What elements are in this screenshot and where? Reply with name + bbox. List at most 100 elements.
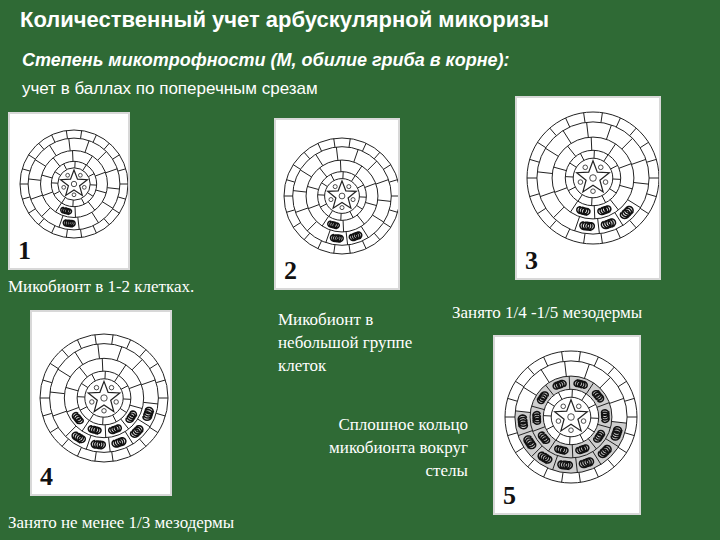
cell-wall [569, 437, 570, 445]
cell-wall [579, 473, 580, 483]
cell-wall [349, 245, 350, 254]
cell-layer-outline [325, 179, 360, 214]
cell-wall [141, 380, 155, 385]
cell-wall [550, 128, 556, 135]
cell-layer-outline [293, 147, 392, 246]
cell-wall [95, 452, 96, 462]
cell-wall [89, 414, 93, 420]
cell-wall [130, 405, 142, 408]
fungal-coil [61, 208, 72, 215]
cell-wall [81, 383, 87, 387]
cell-wall [43, 380, 52, 383]
cell-wall [29, 209, 36, 213]
cell-wall [98, 151, 107, 160]
cell-wall [52, 135, 55, 142]
cell-wall [612, 421, 627, 423]
stele-center [101, 395, 107, 401]
cell-wall [52, 226, 55, 233]
cell-wall [530, 194, 539, 197]
cell-wall [620, 185, 633, 189]
stele-center [71, 181, 76, 186]
cell-wall [284, 196, 293, 197]
phloem-cell [583, 165, 588, 170]
cell-wall [51, 182, 57, 183]
phloem-cell [329, 198, 333, 202]
cell-wall [591, 417, 599, 418]
cell-wall [618, 447, 626, 452]
cell-wall [593, 150, 594, 158]
cell-wall [391, 196, 398, 197]
cell-wall [53, 411, 67, 416]
cell-wall [104, 371, 105, 379]
cell-wall [630, 220, 636, 227]
cell-wall [118, 197, 126, 199]
cell-wall [569, 376, 571, 389]
cell-wall [625, 398, 634, 401]
cell-wall [143, 402, 158, 404]
cell-wall [575, 217, 580, 231]
cell-wall [49, 145, 56, 156]
cell-wall [367, 161, 376, 170]
cell-wall [508, 398, 517, 401]
cell-wall [307, 221, 316, 230]
cell-wall [92, 374, 96, 381]
cell-wall [28, 179, 40, 180]
cell-wall [563, 131, 571, 144]
cell-wall [616, 118, 620, 127]
cell-wall [598, 424, 611, 428]
cell-layer-outline [77, 371, 131, 425]
cell-wall [600, 377, 611, 388]
cell-wall [532, 406, 545, 410]
cell-wall [588, 428, 595, 432]
cell-wall [627, 417, 637, 418]
cell-wall [95, 172, 105, 176]
root-cross-section [284, 138, 398, 254]
cell-wall [351, 176, 355, 182]
cell-wall [565, 176, 573, 177]
cell-wall [67, 407, 79, 411]
cell-wall [357, 215, 364, 224]
cross-section-panel: 5 [493, 335, 641, 515]
score-number: 1 [16, 238, 33, 264]
cell-wall [113, 209, 120, 213]
fungal-coil [328, 221, 340, 229]
fungal-coil [555, 446, 568, 455]
cell-wall [548, 402, 555, 406]
cell-wall [121, 386, 128, 390]
cell-wall [374, 233, 380, 240]
cell-wall [350, 211, 353, 217]
cell-wall [39, 143, 44, 149]
fungal-coil [143, 407, 154, 420]
cell-wall [307, 186, 318, 189]
cell-layer-outline [64, 358, 143, 437]
cell-wall [113, 415, 117, 422]
fungal-coil [574, 380, 587, 389]
cell-wall [515, 381, 523, 386]
fungal-coil [611, 427, 622, 440]
cell-layer-outline [284, 138, 398, 254]
cell-wall [649, 178, 659, 179]
cell-wall [42, 175, 52, 178]
cell-wall [62, 198, 66, 203]
cell-wall [611, 165, 618, 169]
cell-wall [584, 234, 585, 244]
cell-wall [318, 241, 322, 249]
cell-wall [515, 447, 523, 452]
fungal-coil [538, 452, 552, 463]
fungal-coil [580, 222, 594, 231]
cell-wall [127, 447, 131, 456]
cell-wall [87, 156, 93, 165]
fungal-coil [553, 381, 566, 390]
phloem-cell [569, 428, 574, 433]
cell-wall [300, 170, 311, 177]
slide-title: Количественный учет арбускулярной микори… [20, 6, 710, 34]
cell-wall [95, 335, 96, 345]
cell-wall [158, 398, 168, 399]
cell-wall [618, 381, 626, 386]
root-cross-section [40, 334, 168, 462]
cell-wall [540, 192, 554, 197]
cell-wall [58, 369, 70, 377]
cell-wall [88, 193, 93, 197]
cell-wall [93, 226, 96, 233]
phloem-cell [340, 206, 344, 210]
